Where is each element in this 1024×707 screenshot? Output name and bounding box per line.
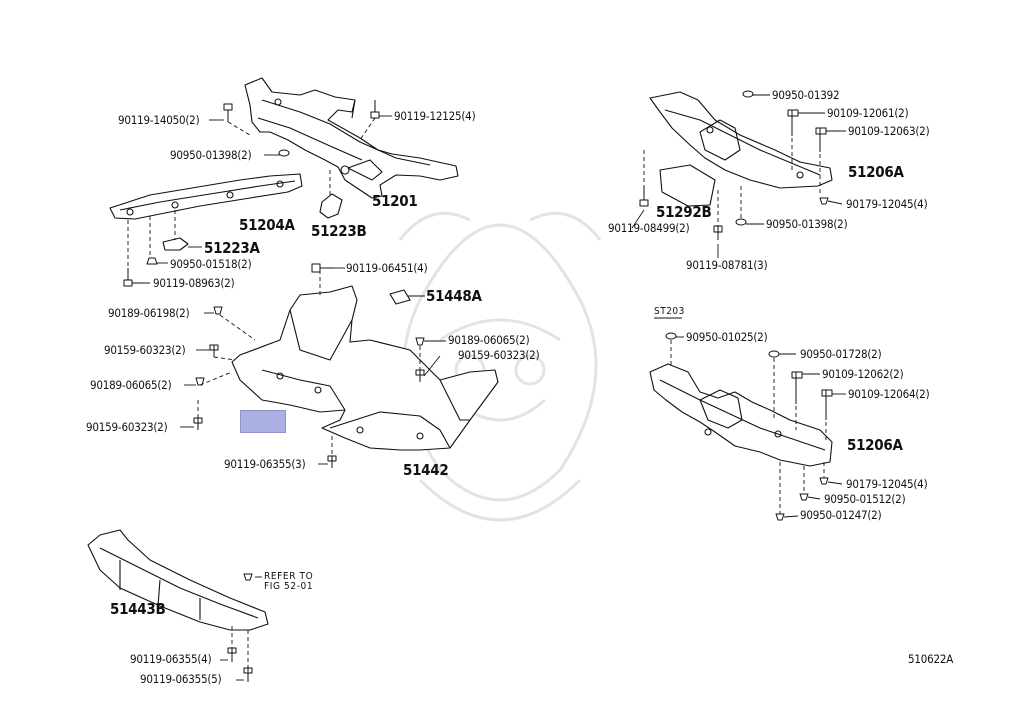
- label-90189-06065-b[interactable]: 90189-06065(2): [448, 333, 530, 347]
- refer-note-line2[interactable]: FIG 52-01: [264, 581, 314, 592]
- label-90109-12062[interactable]: 90109-12062(2): [822, 367, 904, 381]
- label-51204A[interactable]: 51204A: [239, 216, 295, 234]
- label-90950-01398-left[interactable]: 90950-01398(2): [170, 148, 252, 162]
- part-51223B: [319, 193, 343, 219]
- label-90119-06451[interactable]: 90119-06451(4): [346, 261, 428, 275]
- label-90159-60323-c[interactable]: 90159-60323(2): [86, 420, 168, 434]
- refer-note-line1[interactable]: REFER TO: [264, 571, 314, 582]
- label-90119-06355-4[interactable]: 90119-06355(4): [130, 652, 212, 666]
- label-90950-01392[interactable]: 90950-01392: [772, 88, 840, 102]
- label-90950-01398-right[interactable]: 90950-01398(2): [766, 217, 848, 231]
- label-90189-06065-a[interactable]: 90189-06065(2): [90, 378, 172, 392]
- label-90119-08963[interactable]: 90119-08963(2): [153, 276, 235, 290]
- crossmember-51201: [244, 77, 459, 199]
- label-51223A[interactable]: 51223A: [204, 239, 260, 257]
- label-51442[interactable]: 51442: [403, 461, 449, 479]
- brace-51204A: [109, 173, 303, 220]
- label-90119-14050[interactable]: 90119-14050(2): [118, 113, 200, 127]
- label-90189-06198[interactable]: 90189-06198(2): [108, 306, 190, 320]
- label-90119-06355-5[interactable]: 90119-06355(5): [140, 672, 222, 686]
- label-51201[interactable]: 51201: [372, 192, 418, 210]
- label-51223B[interactable]: 51223B: [311, 222, 367, 240]
- label-90119-08781[interactable]: 90119-08781(3): [686, 258, 768, 272]
- label-90950-01247[interactable]: 90950-01247(2): [800, 508, 882, 522]
- dashed-assembly-lines: [127, 117, 827, 668]
- highlighted-part[interactable]: [240, 410, 286, 433]
- label-90109-12063[interactable]: 90109-12063(2): [848, 124, 930, 138]
- label-51443B[interactable]: 51443B: [110, 600, 166, 618]
- fasteners: [123, 90, 833, 682]
- cover-51443B: [87, 529, 269, 631]
- label-90179-12045-upper[interactable]: 90179-12045(4): [846, 197, 928, 211]
- label-90159-60323-b[interactable]: 90159-60323(2): [458, 348, 540, 362]
- label-90119-12125[interactable]: 90119-12125(4): [394, 109, 476, 123]
- label-90119-08499[interactable]: 90119-08499(2): [608, 221, 690, 235]
- label-51292B[interactable]: 51292B: [656, 203, 712, 221]
- bracket-51292B: [659, 164, 716, 207]
- label-90179-12045-lower[interactable]: 90179-12045(4): [846, 477, 928, 491]
- label-90109-12064[interactable]: 90109-12064(2): [848, 387, 930, 401]
- label-51448A[interactable]: 51448A: [426, 287, 482, 305]
- label-90119-06355-3[interactable]: 90119-06355(3): [224, 457, 306, 471]
- label-90950-01728[interactable]: 90950-01728(2): [800, 347, 882, 361]
- section-tag[interactable]: ST203: [654, 306, 685, 317]
- label-90950-01025[interactable]: 90950-01025(2): [686, 330, 768, 344]
- undercover-assembly: [231, 285, 499, 451]
- label-90950-01518[interactable]: 90950-01518(2): [170, 257, 252, 271]
- label-90950-01512[interactable]: 90950-01512(2): [824, 492, 906, 506]
- label-51206A-lower[interactable]: 51206A: [847, 436, 903, 454]
- figure-number: 510622A: [908, 652, 954, 666]
- label-51206A-upper[interactable]: 51206A: [848, 163, 904, 181]
- part-51223A: [162, 237, 189, 251]
- crossmember-51206A-upper: [649, 91, 833, 189]
- crossmember-51206A-lower: [649, 363, 833, 467]
- label-90109-12061[interactable]: 90109-12061(2): [827, 106, 909, 120]
- label-90159-60323-a[interactable]: 90159-60323(2): [104, 343, 186, 357]
- leader-lines: [132, 94, 846, 681]
